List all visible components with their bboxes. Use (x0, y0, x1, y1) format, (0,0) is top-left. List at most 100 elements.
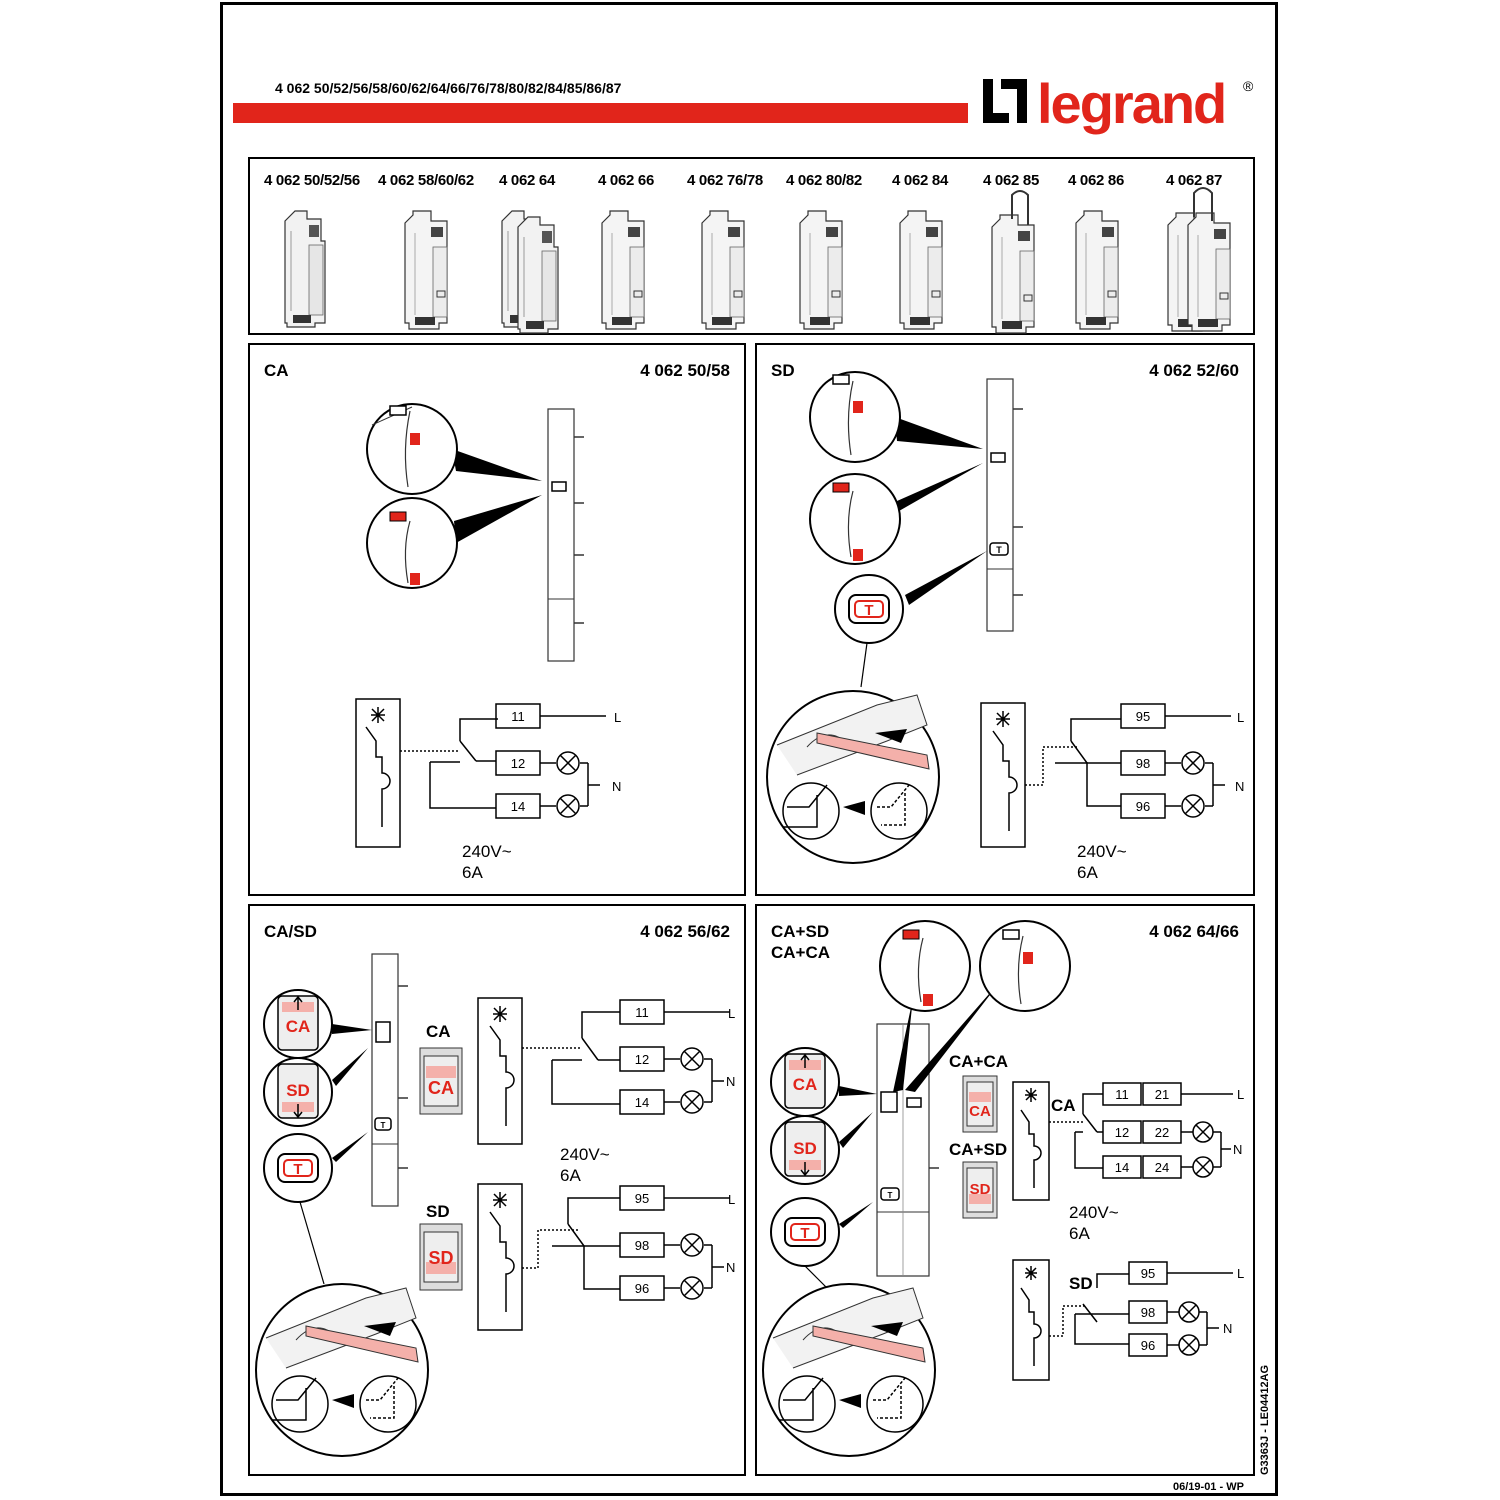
sd-wiring-diagram (1012, 1259, 1233, 1381)
ca-ca-wiring-diagram (1012, 1081, 1233, 1201)
zoom-circle-open (809, 371, 901, 463)
panel-ca-sd-ca-ca: CA+SD CA+CA 4 062 64/66 CA+CA CA+SD CA S… (755, 904, 1255, 1476)
line-label: L (1237, 1087, 1244, 1102)
terminal-98: 98 (1136, 756, 1150, 771)
ca-sd-label: CA+SD (949, 1140, 1008, 1159)
product-label: 4 062 80/82 (786, 172, 862, 189)
terminal-98: 98 (1141, 1305, 1155, 1320)
terminal-96: 96 (635, 1281, 649, 1296)
sd-selector-zoom (263, 1057, 333, 1127)
screwdriver-zoom (255, 1283, 429, 1457)
indicator-window (990, 452, 1006, 463)
line-label: L (728, 1192, 735, 1207)
rating: 240V~ 6A (1069, 1202, 1119, 1244)
panel-reference: 4 062 52/60 (1149, 361, 1239, 380)
screwdriver-zoom (762, 1283, 936, 1457)
rating-voltage: 240V~ (560, 1145, 610, 1164)
ca-selector-zoom (263, 989, 333, 1059)
product-strip: 4 062 50/52/56 4 062 58/60/62 4 062 64 4… (248, 157, 1255, 335)
terminal-11: 11 (635, 1005, 649, 1020)
product-label: 4 062 50/52/56 (264, 172, 360, 189)
zoom-circle-closed (879, 920, 971, 1012)
sd-mode-indicator (419, 1223, 463, 1291)
rating-voltage: 240V~ (1069, 1203, 1119, 1222)
screwdriver-zoom (766, 690, 940, 864)
terminal-11: 11 (1115, 1087, 1129, 1102)
panel-title: CA/SD (264, 922, 317, 941)
ca-illustration: 11 12 14 L N (355, 403, 621, 848)
test-button-symbol: T (381, 1121, 386, 1130)
panel-reference: 4 062 56/62 (640, 922, 730, 941)
terminal-11: 11 (511, 709, 525, 724)
test-button-zoom-symbol: T (864, 602, 873, 619)
terminal-12: 12 (511, 756, 525, 771)
document-code: G3363J - LE04412AG (1259, 1364, 1271, 1475)
module-body (986, 378, 1014, 632)
test-button-zoom-symbol: T (293, 1161, 302, 1178)
rating-current: 6A (560, 1166, 581, 1185)
panel-title: SD (771, 361, 795, 380)
panel-title-2: CA+CA (771, 943, 831, 962)
reference-list: 4 062 50/52/56/58/60/62/64/66/76/78/80/8… (275, 80, 622, 96)
line-label: L (1237, 710, 1244, 725)
product-label: 4 062 85 (983, 172, 1039, 189)
ca-selector-text: CA (286, 1017, 311, 1036)
product-image (284, 210, 326, 328)
product-label: 4 062 58/60/62 (378, 172, 474, 189)
neutral-label: N (726, 1260, 735, 1275)
rating-current: 6A (1077, 863, 1098, 882)
product-image (991, 190, 1035, 334)
zoom-circle-closed (366, 497, 458, 589)
selector-window (375, 1021, 391, 1043)
sd-wiring-diagram (477, 1183, 730, 1331)
selector-window (880, 1091, 898, 1113)
neutral-label: N (612, 779, 621, 794)
ca-ca-indicator-text: CA (969, 1103, 991, 1120)
terminal-14: 14 (1115, 1160, 1129, 1175)
sd-wiring-diagram (980, 702, 1231, 848)
test-button-zoom (834, 574, 904, 644)
terminal-96: 96 (1141, 1338, 1155, 1353)
panel-reference: 4 062 50/58 (640, 361, 730, 380)
legrand-wordmark: legrand (1037, 72, 1225, 135)
legrand-logo-mark (983, 79, 1027, 123)
instruction-sheet: 4 062 50/52/56/58/60/62/64/66/76/78/80/8… (220, 2, 1278, 1496)
indicator-window (906, 1097, 922, 1108)
brand-red-bar (233, 103, 968, 123)
terminal-95: 95 (1141, 1266, 1155, 1281)
sd-diagram-label: SD (1069, 1274, 1093, 1293)
neutral-label: N (1235, 779, 1244, 794)
indicator-window (551, 481, 567, 492)
test-button (374, 1117, 392, 1131)
module-body (371, 953, 399, 1207)
panel-sd: SD 4 062 52/60 T (755, 343, 1255, 896)
test-button-zoom-symbol: T (800, 1225, 809, 1242)
revision-date: 06/19-01 - WP (1173, 1481, 1244, 1493)
product-image (701, 210, 745, 330)
terminal-14: 14 (511, 799, 525, 814)
product-image (517, 216, 559, 334)
terminal-95: 95 (1136, 709, 1150, 724)
product-label: 4 062 86 (1068, 172, 1124, 189)
terminal-14: 14 (635, 1095, 649, 1110)
ca-mode-indicator (419, 1047, 463, 1115)
product-image (799, 210, 843, 330)
zoom-circle-open (366, 403, 458, 495)
test-button (880, 1187, 900, 1201)
sd-selector-text: SD (286, 1081, 310, 1100)
ca-diagram-label: CA (1051, 1096, 1076, 1115)
rating-voltage: 240V~ (462, 842, 512, 861)
registered-mark: ® (1243, 78, 1254, 94)
product-image (1167, 187, 1231, 332)
sd-illustration: T T (766, 371, 1244, 864)
ca-selector-text: CA (793, 1075, 818, 1094)
product-label: 4 062 87 (1166, 172, 1222, 189)
product-illustrations (284, 187, 1231, 334)
ca-label: CA (426, 1022, 451, 1041)
ca-ca-indicator (962, 1075, 998, 1133)
test-button-zoom (770, 1197, 840, 1267)
rating: 240V~ 6A (560, 1144, 610, 1186)
panel-reference: 4 062 64/66 (1149, 922, 1239, 941)
panel-ca: CA 4 062 50/58 (248, 343, 746, 896)
line-label: L (614, 710, 621, 725)
